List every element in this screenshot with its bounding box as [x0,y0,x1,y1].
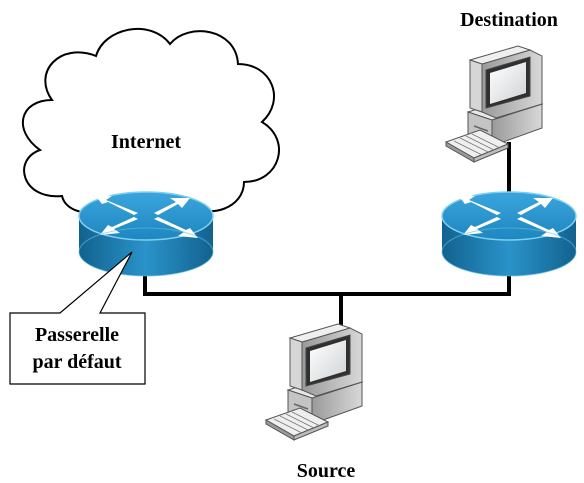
destination-router [441,191,577,277]
router-icon [441,191,577,277]
gateway-label-line2: par défaut [32,351,121,373]
desktop-computer-icon [445,45,543,163]
internet-label: Internet [111,131,181,153]
destination-label: Destination [460,9,558,31]
gateway-callout: Passerelle par défaut [9,251,146,385]
source-label: Source [297,460,356,482]
destination-computer [445,45,543,163]
desktop-computer-icon [265,323,363,441]
gateway-router [78,191,214,277]
router-icon [78,191,214,277]
source-computer [265,323,363,441]
gateway-label-line1: Passerelle [35,324,119,346]
